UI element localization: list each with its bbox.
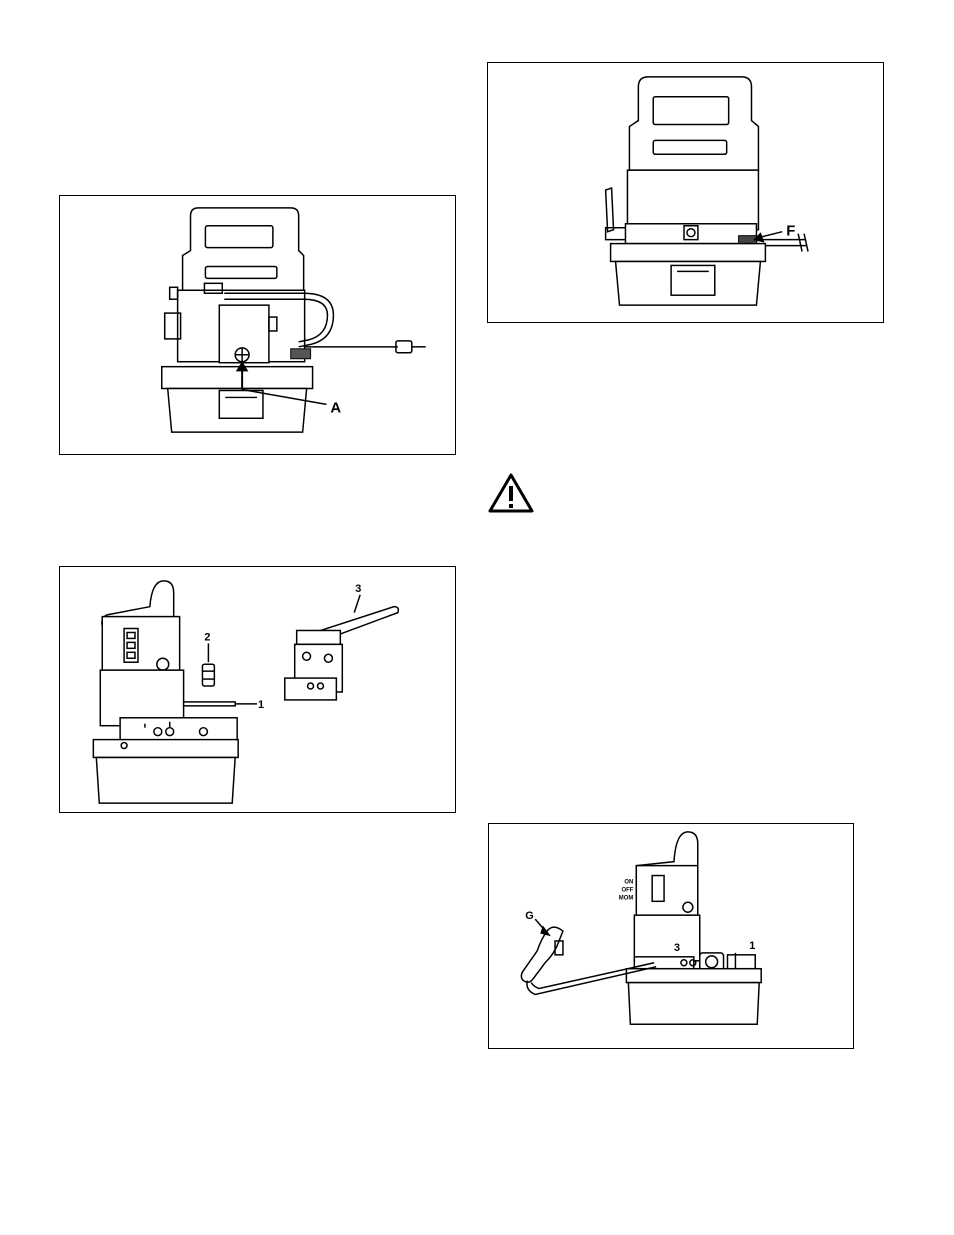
callout-3: 3 (355, 583, 361, 595)
callout-f: F (786, 224, 795, 240)
callout-1: 1 (749, 940, 755, 952)
callout-3: 3 (674, 942, 680, 954)
figure-pump-pendant-g: ON OFF MOM G 3 1 (488, 823, 854, 1049)
parts-illustration: 1 2 3 (60, 567, 455, 812)
figure-parts-1-2-3: 1 2 3 (59, 566, 456, 813)
callout-2: 2 (204, 631, 210, 643)
pump-illustration-a: A (60, 196, 455, 454)
pump-pendant-illustration: ON OFF MOM G 3 1 (489, 824, 853, 1048)
switch-label-on: ON (624, 879, 633, 885)
switch-label-off: OFF (621, 887, 633, 893)
switch-label-mom: MOM (619, 895, 634, 901)
callout-a: A (330, 400, 341, 416)
callout-g: G (525, 910, 533, 922)
warning-triangle-icon (487, 472, 535, 514)
callout-1: 1 (258, 699, 264, 711)
pump-illustration-f: F (488, 63, 883, 322)
figure-pump-callout-f: F (487, 62, 884, 323)
figure-pump-callout-a: A (59, 195, 456, 455)
